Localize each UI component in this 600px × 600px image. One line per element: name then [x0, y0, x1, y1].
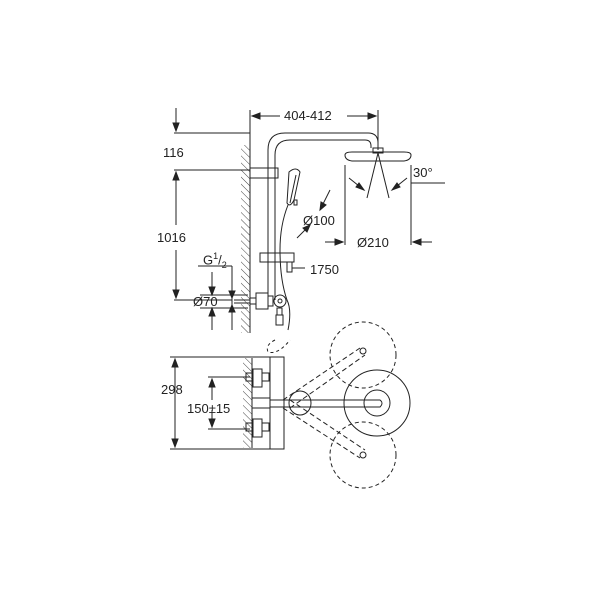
- hand-shower-dia-label: Ø100: [303, 213, 335, 228]
- mixer-height-label: 298: [161, 382, 183, 397]
- inlet-thread-num: 1: [213, 251, 219, 261]
- arm-reach-label: 404-412: [284, 108, 332, 123]
- inlet-thread-den: 2: [221, 259, 227, 270]
- plan-view: [170, 321, 411, 489]
- head-shower-dia-label: Ø210: [357, 235, 389, 250]
- inlet-thread-letter: G: [203, 252, 214, 268]
- top-offset-label: 116: [163, 145, 184, 160]
- wall-hatch: [241, 145, 250, 333]
- height-label: 1016: [157, 230, 186, 245]
- escutcheon-dia-label: Ø70: [193, 294, 218, 309]
- inlet-spacing-label: 150±15: [187, 401, 231, 416]
- front-elevation: [172, 108, 445, 353]
- hose-length-label: 1750: [310, 262, 339, 277]
- wall-hatch-plan: [243, 358, 252, 448]
- spray-angle-label: 30°: [413, 165, 433, 180]
- inlet-thread-label: G1/2: [203, 251, 227, 270]
